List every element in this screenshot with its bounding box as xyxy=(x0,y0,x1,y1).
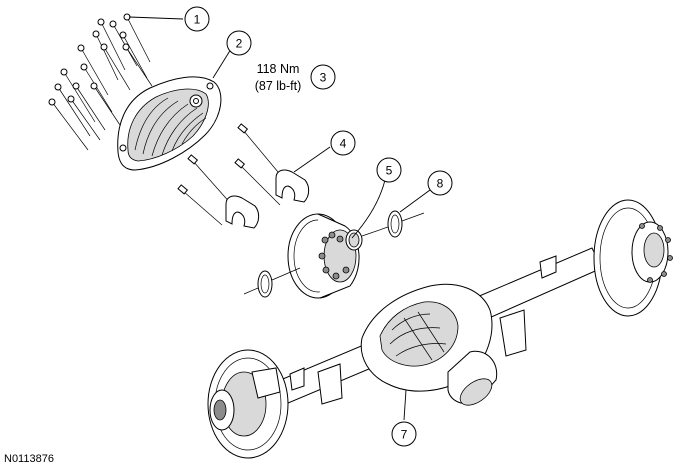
callout-label-5: 5 xyxy=(386,164,393,178)
callout-balloon-1: 1 xyxy=(184,6,210,32)
figure-id: N0113876 xyxy=(4,453,54,465)
bearing-cap-bolts xyxy=(177,123,284,226)
right-brake-rotor xyxy=(593,199,673,317)
callout-balloon-2: 2 xyxy=(226,30,252,56)
torque-specification: 118 Nm (87 lb-ft) xyxy=(255,62,302,93)
callout-balloon-4: 4 xyxy=(330,130,356,156)
callout-label-4: 4 xyxy=(340,137,347,151)
differential-case-assembly xyxy=(287,213,363,299)
callout-label-8: 8 xyxy=(437,177,444,191)
callout-balloon-5: 5 xyxy=(376,157,402,183)
differential-shims xyxy=(243,210,425,298)
callout-balloon-8: 8 xyxy=(427,170,453,196)
callout-label-2: 2 xyxy=(236,37,243,51)
torque-spec-metric: 118 Nm xyxy=(257,62,300,76)
callout-label-1: 1 xyxy=(194,13,201,27)
leader-lines xyxy=(128,16,431,421)
callout-balloon-3: 3 xyxy=(310,64,336,90)
left-brake-rotor xyxy=(207,349,289,459)
torque-spec-imperial: (87 lb-ft) xyxy=(255,79,302,93)
callout-balloon-7: 7 xyxy=(391,421,417,447)
differential-cover xyxy=(117,76,222,171)
callout-label-7: 7 xyxy=(401,428,408,442)
axle-housing xyxy=(251,247,603,415)
bearing-caps xyxy=(225,169,310,229)
callout-label-3: 3 xyxy=(320,71,327,85)
cover-bolts xyxy=(48,13,153,151)
